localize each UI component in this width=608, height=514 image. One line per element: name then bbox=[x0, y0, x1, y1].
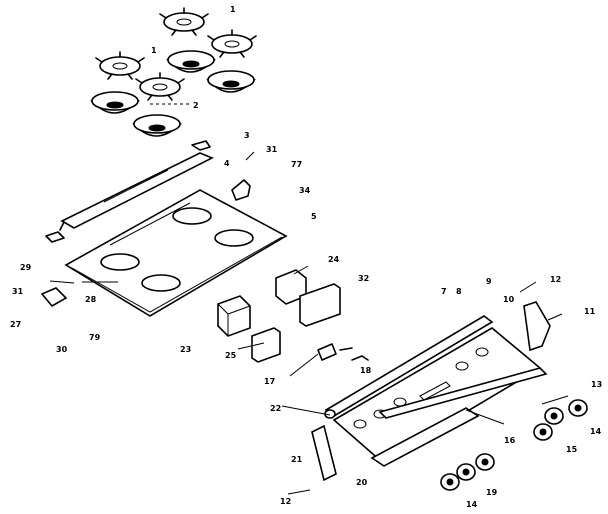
knob-14-right-b bbox=[544, 407, 564, 425]
label-9: 9 bbox=[486, 277, 492, 286]
back-trim-strip bbox=[59, 152, 214, 231]
burner-grate-left bbox=[95, 51, 145, 80]
label-11: 11 bbox=[584, 307, 596, 316]
leader-lines bbox=[82, 103, 569, 495]
left-spark-module bbox=[40, 231, 75, 308]
label-32: 32 bbox=[358, 274, 369, 283]
label-29: 29 bbox=[20, 263, 32, 272]
label-25: 25 bbox=[225, 351, 237, 360]
label-34: 34 bbox=[299, 186, 311, 195]
label-30: 30 bbox=[56, 345, 68, 354]
valve-bracket-20 bbox=[370, 407, 480, 467]
label-31-top: 31 bbox=[266, 145, 278, 154]
igniter-box-23 bbox=[217, 295, 251, 337]
knob-14-bottom-a bbox=[440, 473, 460, 491]
cooktop-main-top bbox=[64, 189, 288, 317]
label-21: 21 bbox=[291, 455, 303, 464]
label-18: 18 bbox=[360, 366, 372, 375]
label-22: 22 bbox=[270, 404, 281, 413]
drip-bowl-4 bbox=[132, 114, 182, 137]
label-24: 24 bbox=[328, 255, 340, 264]
burner-grate-middle bbox=[135, 72, 185, 101]
label-15: 15 bbox=[566, 445, 578, 454]
drip-bowl-3 bbox=[90, 91, 140, 114]
burner-grate-top bbox=[159, 7, 209, 36]
bracket-32 bbox=[299, 283, 341, 327]
label-77: 77 bbox=[291, 160, 302, 169]
label-12: 12 bbox=[550, 275, 561, 284]
callout-labels: 1 1 2 3 31 4 77 34 5 24 32 29 31 28 27 3… bbox=[10, 5, 602, 509]
label-14-bottom: 14 bbox=[466, 500, 478, 509]
label-31-left: 31 bbox=[12, 287, 24, 296]
label-79: 79 bbox=[89, 333, 101, 342]
knob-19 bbox=[475, 453, 495, 471]
label-23: 23 bbox=[180, 345, 191, 354]
drip-bowl-2 bbox=[206, 70, 256, 93]
burner-grate-right bbox=[207, 29, 257, 58]
label-20: 20 bbox=[356, 478, 368, 487]
knob-14-right-a bbox=[568, 399, 588, 417]
drip-bowl-1 bbox=[166, 50, 216, 73]
screw-18 bbox=[351, 355, 369, 361]
label-16: 16 bbox=[504, 436, 516, 445]
bracket-17 bbox=[317, 343, 353, 361]
label-5: 5 bbox=[311, 212, 317, 221]
bracket-11 bbox=[523, 301, 551, 352]
label-27: 27 bbox=[10, 320, 21, 329]
rail-16 bbox=[378, 367, 548, 419]
label-28: 28 bbox=[85, 295, 97, 304]
label-1-left: 1 bbox=[151, 46, 157, 55]
label-4: 4 bbox=[224, 159, 230, 168]
label-10: 10 bbox=[503, 295, 515, 304]
end-cap-21 bbox=[311, 424, 337, 482]
label-14-right: 14 bbox=[590, 427, 602, 436]
knob-14-bottom-b bbox=[456, 463, 476, 481]
label-7: 7 bbox=[441, 287, 447, 296]
label-13: 13 bbox=[591, 380, 602, 389]
label-17: 17 bbox=[264, 377, 275, 386]
burner-valve-bracket bbox=[191, 140, 255, 201]
label-3: 3 bbox=[244, 131, 250, 140]
label-19: 19 bbox=[486, 488, 498, 497]
label-2: 2 bbox=[193, 101, 199, 110]
label-8: 8 bbox=[456, 287, 462, 296]
label-1-top: 1 bbox=[230, 5, 236, 14]
label-12-bottom: 12 bbox=[280, 497, 291, 506]
knob-15 bbox=[533, 423, 553, 441]
bracket-25 bbox=[251, 327, 281, 363]
